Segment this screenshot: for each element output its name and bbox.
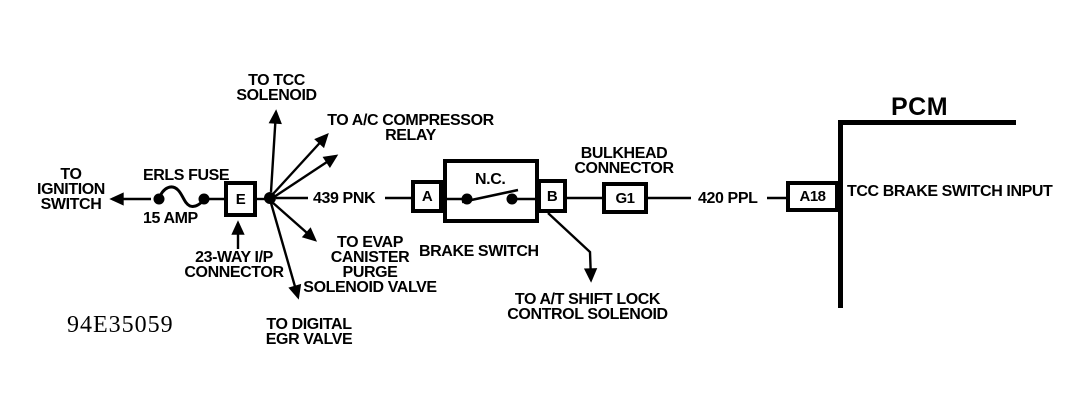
fuse-terminal-dot-right: [198, 193, 210, 205]
splice-junction-dot: [264, 192, 276, 204]
brake-switch-label: BRAKE SWITCH: [419, 243, 539, 260]
egr-valve-arrow: [269, 202, 302, 300]
egr-valve-label: TO DIGITAL EGR VALVE: [265, 316, 353, 348]
switch-contact-dot-right: [506, 193, 518, 205]
brake-switch-pin-a-box: A: [411, 180, 443, 213]
ignition-switch-label: TO IGNITION SWITCH: [37, 166, 105, 213]
ip-connector-label: 23-WAY I/P CONNECTOR: [184, 249, 284, 281]
brake-switch-pin-b-box: B: [537, 179, 567, 213]
ac-relay-arrow-2: [273, 154, 339, 199]
wire-420-ppl-label: 420 PPL: [698, 190, 758, 207]
pcm-boundary-line: [838, 120, 1016, 308]
pcm-title: PCM: [891, 93, 949, 121]
pin-b-label: B: [546, 187, 558, 205]
tcc-solenoid-arrow: [268, 109, 282, 193]
connector-e-box: E: [224, 181, 257, 217]
pin-a18-label: A18: [799, 188, 826, 205]
fuse-terminal-dot-left: [153, 193, 165, 205]
evap-valve-arrow: [271, 201, 318, 242]
shift-lock-arrow: [547, 212, 598, 283]
pcm-pin-a18-box: A18: [786, 181, 839, 212]
ac-compressor-relay-label: TO A/C COMPRESSOR RELAY: [327, 112, 494, 144]
bulkhead-connector-g1-box: G1: [602, 182, 648, 214]
switch-contact-dot-left: [461, 193, 473, 205]
fuse-rating-label: 15 AMP: [143, 210, 198, 227]
pin-a-label: A: [421, 188, 433, 205]
pin-g1-label: G1: [615, 189, 635, 207]
shift-lock-label: TO A/T SHIFT LOCK CONTROL SOLENOID: [507, 291, 668, 323]
connector-e-pin-label: E: [235, 190, 246, 208]
fuse-name-label: ERLS FUSE: [143, 167, 230, 184]
wire-439-pnk-label: 439 PNK: [313, 190, 376, 207]
evap-valve-label: TO EVAP CANISTER PURGE SOLENOID VALVE: [303, 234, 437, 296]
brake-switch-body: [443, 159, 539, 223]
bulkhead-connector-label: BULKHEAD CONNECTOR: [574, 145, 674, 177]
tcc-solenoid-label: TO TCC SOLENOID: [236, 72, 317, 104]
ac-relay-arrow-1: [272, 133, 329, 195]
fuse-symbol: [157, 185, 207, 208]
pcm-input-label: TCC BRAKE SWITCH INPUT: [847, 183, 1053, 200]
figure-id: 94E35059: [67, 312, 174, 338]
switch-state-nc-label: N.C.: [475, 171, 506, 188]
